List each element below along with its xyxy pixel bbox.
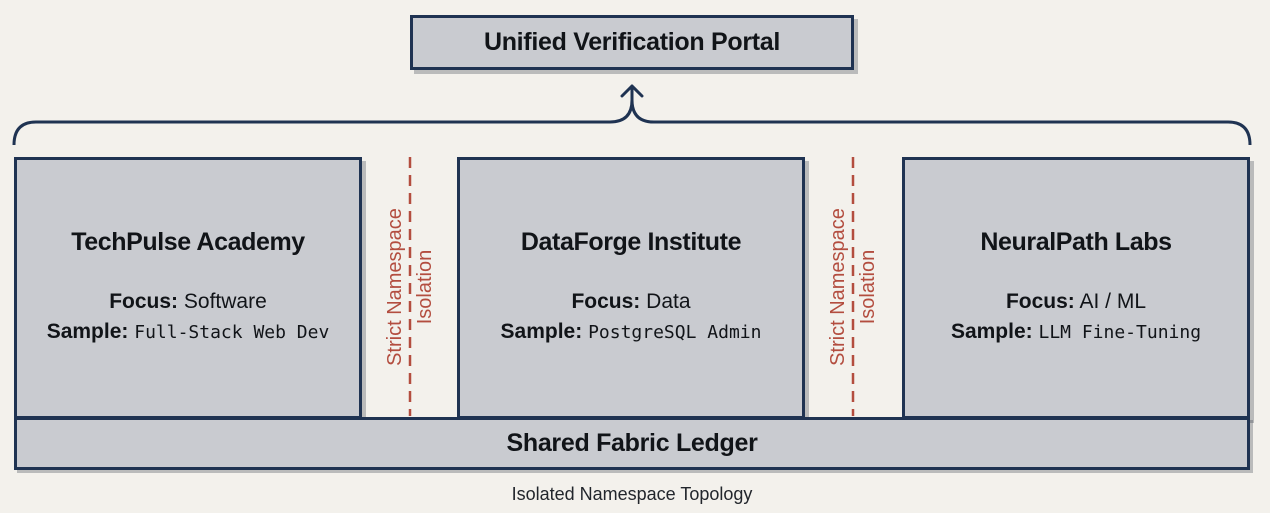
isolation-label-1: Strict Namespace Isolation [380,208,440,366]
arrow-up-icon [620,84,644,110]
focus-value: Data [646,290,691,313]
institution-focus: Focus: Software [109,287,267,317]
isolation-label-line2: Isolation [857,249,879,325]
institution-techpulse-academy: TechPulse Academy Focus: Software Sample… [14,157,362,419]
shared-fabric-ledger: Shared Fabric Ledger [14,417,1250,470]
sample-value: PostgreSQL Admin [588,322,762,343]
institution-name: DataForge Institute [520,228,742,256]
isolation-label-2: Strict Namespace Isolation [823,208,883,366]
institution-sample: Sample: PostgreSQL Admin [501,317,762,348]
sample-label: Sample: [950,320,1033,343]
institution-neuralpath-labs: NeuralPath Labs Focus: AI / ML Sample: L… [902,157,1250,419]
ledger-title: Shared Fabric Ledger [506,429,758,457]
sample-label: Sample: [46,320,129,343]
institution-sample: Sample: LLM Fine-Tuning [951,317,1201,348]
sample-value: Full-Stack Web Dev [134,322,330,343]
institution-dataforge-institute: DataForge Institute Focus: Data Sample: … [457,157,805,419]
institution-name: NeuralPath Labs [980,228,1172,256]
institution-focus: Focus: AI / ML [1006,287,1146,317]
institution-focus: Focus: Data [571,287,690,317]
isolation-label-line2: Isolation [414,249,436,325]
portal-title: Unified Verification Portal [483,28,781,56]
focus-label: Focus: [109,290,179,313]
sample-value: LLM Fine-Tuning [1038,322,1202,343]
diagram-caption: Isolated Namespace Topology [511,484,753,504]
isolation-label-line1: Strict Namespace [827,208,849,366]
institution-name: TechPulse Academy [71,228,305,256]
isolation-label-line1: Strict Namespace [384,208,406,366]
focus-label: Focus: [571,290,641,313]
sample-label: Sample: [500,320,583,343]
institution-sample: Sample: Full-Stack Web Dev [47,317,330,348]
focus-value: Software [183,290,267,313]
unified-verification-portal: Unified Verification Portal [410,15,854,70]
focus-label: Focus: [1005,290,1075,313]
focus-value: AI / ML [1079,290,1147,313]
